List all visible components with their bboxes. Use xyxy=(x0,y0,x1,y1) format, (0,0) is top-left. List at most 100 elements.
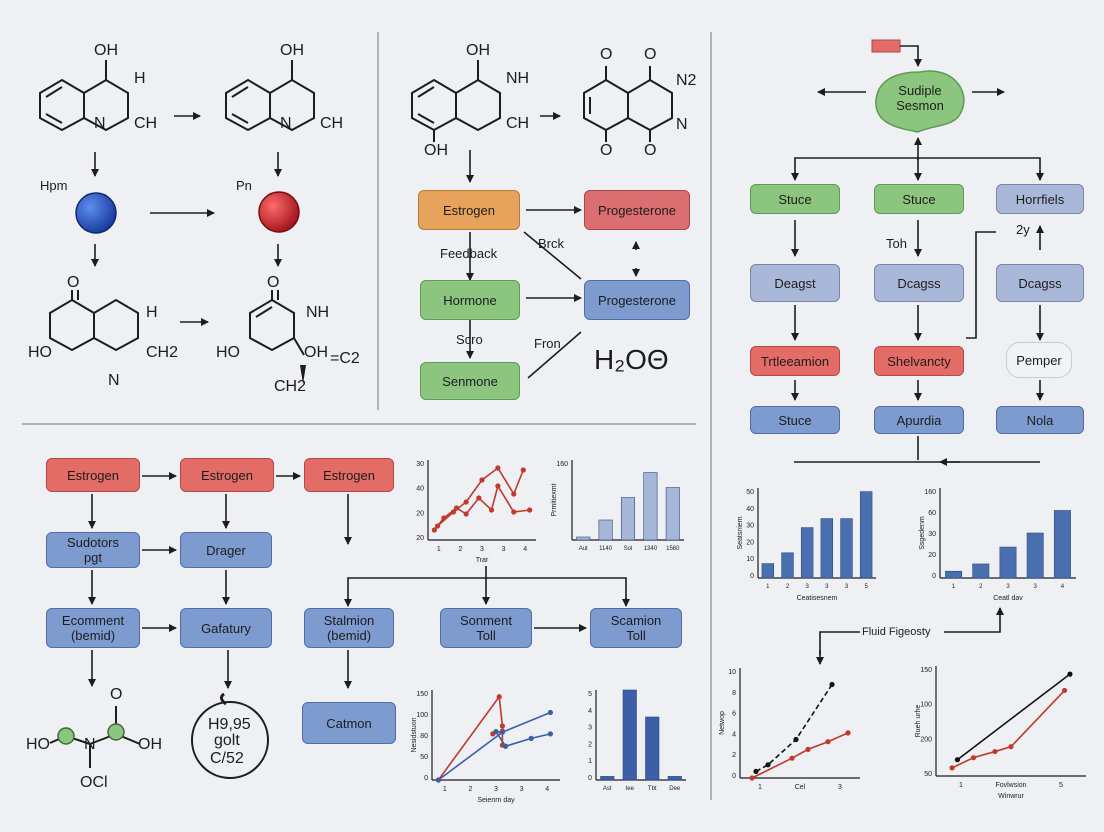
node-r3-c1[interactable]: Trtleeamion xyxy=(750,346,840,376)
bar xyxy=(667,776,682,781)
y-tick-label: 0 xyxy=(932,573,936,580)
node-senmone[interactable]: Senmone xyxy=(420,362,520,400)
mol3-ho: HO xyxy=(28,344,52,361)
x-tick-label: Sol xyxy=(624,546,633,552)
formula-h2o: H₂OΘ xyxy=(594,344,669,375)
chem-a-n: N xyxy=(84,736,96,753)
molecule-6 xyxy=(583,66,673,142)
y-tick-label: 30 xyxy=(928,531,936,538)
x-tick-label: 3 xyxy=(805,584,809,590)
series-line xyxy=(755,684,833,773)
node-bl-r3-c5[interactable]: Scamion Toll xyxy=(590,608,682,648)
root-blob xyxy=(875,70,965,133)
node-progesterone-top[interactable]: Progesterone xyxy=(584,190,690,230)
node-r1-c3[interactable]: Horrfiels xyxy=(996,184,1084,214)
node-bl-r1-c1[interactable]: Estrogen xyxy=(46,458,140,492)
x-axis-label: Winwrur xyxy=(998,793,1024,800)
node-bl-r3-c4[interactable]: Sonment Toll xyxy=(440,608,532,648)
node-r2-c1[interactable]: Deagst xyxy=(750,264,840,302)
x-tick-label: Fovlwsion xyxy=(995,782,1026,789)
series-line xyxy=(956,673,1071,761)
data-point xyxy=(493,729,499,735)
bar xyxy=(665,487,680,541)
bar xyxy=(620,497,636,541)
y-tick-label: 20 xyxy=(928,552,936,559)
bar xyxy=(972,563,990,579)
bar xyxy=(781,552,794,579)
data-point xyxy=(511,509,517,515)
node-r4-c3[interactable]: Nola xyxy=(996,406,1084,434)
node-bl-r1-c3[interactable]: Estrogen xyxy=(304,458,394,492)
node-r2-c3[interactable]: Dcagss xyxy=(996,264,1084,302)
y-tick-label: 0 xyxy=(732,773,736,780)
red-sphere xyxy=(258,191,300,233)
y-tick-label: 30 xyxy=(416,461,424,468)
bar xyxy=(622,689,637,781)
red-tag xyxy=(871,39,901,53)
series-line xyxy=(951,689,1066,769)
node-r3-c2[interactable]: Shelvancty xyxy=(874,346,964,376)
mol3-h: H xyxy=(146,304,158,321)
y-tick-label: 0 xyxy=(588,775,592,782)
right-label-2y: 2y xyxy=(1016,222,1030,237)
data-point xyxy=(1067,671,1073,677)
node-root[interactable]: Sudiple Sesmon xyxy=(896,83,944,113)
x-tick-label: 2 xyxy=(458,546,462,553)
node-bl-r1-c2[interactable]: Estrogen xyxy=(180,458,274,492)
node-bl-catmon[interactable]: Catmon xyxy=(302,702,396,744)
x-tick-label: 1 xyxy=(766,584,770,590)
y-tick-label: 50 xyxy=(746,489,754,496)
node-bl-r2-c1[interactable]: Sudotors pgt xyxy=(46,532,140,568)
data-point xyxy=(547,731,554,737)
node-r2-c2[interactable]: Dcagss xyxy=(874,264,964,302)
node-bl-r2-c2[interactable]: Drager xyxy=(180,532,272,568)
node-r4-c1[interactable]: Stuce xyxy=(750,406,840,434)
x-axis-label: Trar xyxy=(476,557,489,564)
chem-a-o: O xyxy=(110,686,123,703)
data-point xyxy=(450,509,457,515)
chem-a-ho: HO xyxy=(26,736,50,753)
molecule-2 xyxy=(225,60,315,132)
x-tick-label: 1 xyxy=(758,784,762,791)
node-r1-c2[interactable]: Stuce xyxy=(874,184,964,214)
mol5-oh-bottom: OH xyxy=(424,142,448,159)
bar xyxy=(645,716,660,781)
data-point xyxy=(992,748,998,755)
data-point xyxy=(829,681,835,688)
y-tick-label: 1 xyxy=(588,758,592,765)
data-point xyxy=(765,762,771,768)
node-bl-r3-c2[interactable]: Gafatury xyxy=(180,608,272,648)
mol3-o: O xyxy=(67,274,80,291)
node-r4-c2[interactable]: Apurdia xyxy=(874,406,964,434)
y-tick-label: 3 xyxy=(588,725,592,732)
edge-label-scro: Scro xyxy=(456,332,483,347)
node-r1-c1[interactable]: Stuce xyxy=(750,184,840,214)
node-bl-r3-c1[interactable]: Ecomment (bemid) xyxy=(46,608,140,648)
mol3-n: N xyxy=(108,372,120,389)
mol4-oh: OH xyxy=(304,344,328,361)
node-hormone[interactable]: Hormone xyxy=(420,280,520,320)
node-r3-c3[interactable]: Pemper xyxy=(1006,342,1072,378)
bar xyxy=(945,570,963,579)
node-progesterone-mid[interactable]: Progesterone xyxy=(584,280,690,320)
series-line xyxy=(751,732,849,779)
node-bl-r3-c3[interactable]: Stalmion (bemid) xyxy=(304,608,394,648)
edge-label-fron: Fron xyxy=(534,336,561,351)
x-tick-label: 5 xyxy=(1059,782,1063,789)
edge-label-brck: Brck xyxy=(538,236,564,251)
x-tick-label: 4 xyxy=(523,546,527,553)
y-tick-label: 2 xyxy=(732,752,736,759)
node-estrogen[interactable]: Estrogen xyxy=(418,190,520,230)
x-tick-label: 2 xyxy=(979,584,983,590)
x-tick-label: 3 xyxy=(1034,584,1038,590)
data-point xyxy=(511,491,517,497)
data-point xyxy=(528,735,534,741)
circle-text-2: golt xyxy=(214,732,240,749)
y-tick-label: 30 xyxy=(746,523,754,530)
y-tick-label: 2 xyxy=(588,741,592,748)
